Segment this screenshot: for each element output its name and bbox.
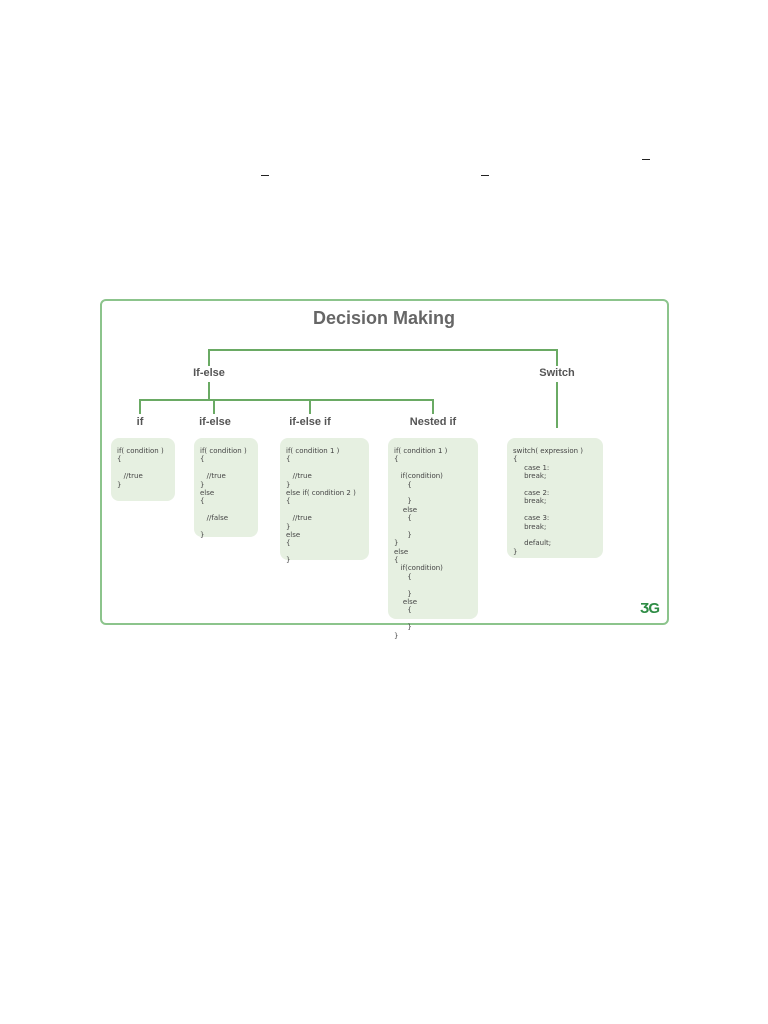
root-connector — [208, 349, 558, 366]
leaf-label-if-else: if-else — [199, 416, 231, 428]
code-snippet-if: if( condition ) { //true } — [117, 447, 164, 489]
code-box-nested-if: if( condition 1 ) { if(condition) { } el… — [388, 438, 478, 640]
leaf-label-if-else-if: if-else if — [289, 416, 331, 428]
code-snippet-switch: switch( expression ) { case 1: break; ca… — [513, 447, 584, 556]
diagram-title: Decision Making — [312, 308, 456, 328]
if-else-crossbar — [139, 399, 434, 414]
code-box-switch: switch( expression ) { case 1: break; ca… — [507, 438, 603, 558]
gfg-logo: ӠG — [640, 600, 660, 617]
leaf-label-if: if — [136, 416, 144, 428]
code-snippet-if-else: if( condition ) { //true } else { //fals… — [200, 447, 247, 539]
branch-label-if-else: If-else — [193, 367, 225, 379]
dash-mark — [261, 175, 269, 176]
code-box-if-else-if: if( condition 1 ) { //true } else if( co… — [280, 438, 369, 564]
dash-mark — [642, 159, 650, 160]
branch-label-switch: Switch — [539, 367, 575, 379]
code-box-if-else: if( condition ) { //true } else { //fals… — [194, 438, 258, 539]
code-snippet-nested-if: if( condition 1 ) { if(condition) { } el… — [394, 447, 448, 640]
code-box-if: if( condition ) { //true } — [111, 438, 175, 501]
code-snippet-if-else-if: if( condition 1 ) { //true } else if( co… — [286, 447, 356, 565]
leaf-label-nested-if: Nested if — [409, 416, 457, 428]
dash-mark — [481, 175, 489, 176]
